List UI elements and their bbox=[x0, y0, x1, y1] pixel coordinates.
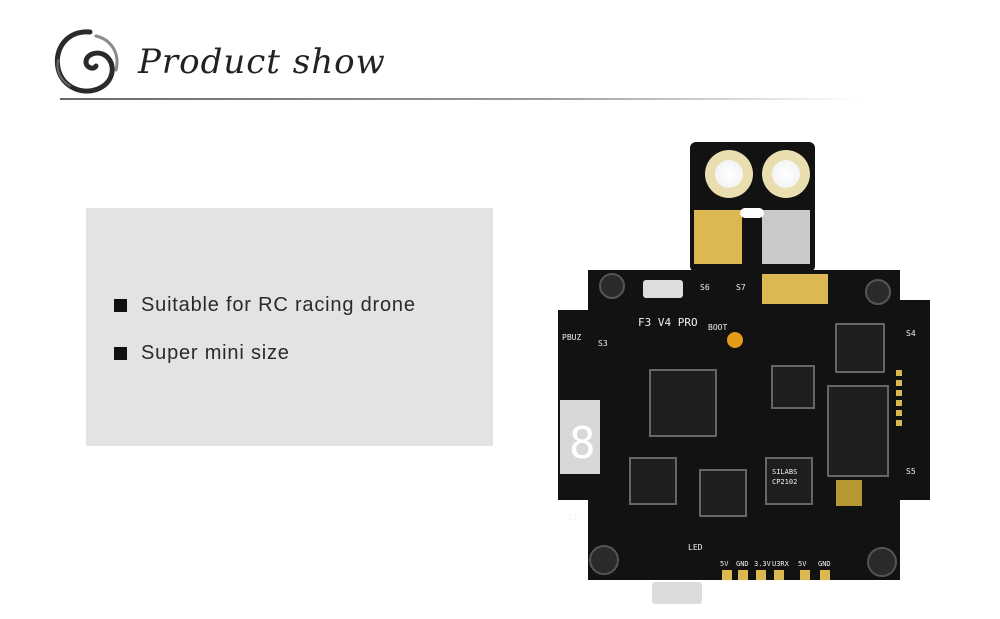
flash-chip bbox=[827, 385, 889, 477]
mount-hole-top-left bbox=[599, 273, 625, 299]
silver-pad-right bbox=[762, 210, 810, 264]
pad-label: GND bbox=[818, 560, 831, 568]
boot-label: BOOT bbox=[708, 323, 727, 332]
gyro-chip bbox=[771, 365, 815, 409]
s5-label: S5 bbox=[906, 467, 916, 476]
bottom-pads bbox=[722, 570, 830, 580]
s7-label: S7 bbox=[736, 283, 746, 292]
segment-display bbox=[560, 400, 600, 474]
page-title: Product show bbox=[138, 42, 386, 82]
list-item: Suitable for RC racing drone bbox=[114, 292, 416, 318]
page-header: Product show bbox=[0, 0, 1000, 110]
mount-hole-top-right bbox=[865, 279, 891, 305]
board-name-label: F3 V4 PRO bbox=[638, 316, 698, 329]
swirl-logo-icon bbox=[54, 29, 119, 94]
mount-hole-bottom-right bbox=[867, 547, 897, 577]
feature-panel: Suitable for RC racing drone Super mini … bbox=[86, 208, 493, 446]
antenna-connector bbox=[836, 480, 862, 506]
feature-text: Suitable for RC racing drone bbox=[141, 293, 416, 316]
product-image: 8 SILABS CP2102 F3 V4 PRO BOOT PBUZ LED … bbox=[540, 140, 950, 610]
status-led bbox=[727, 332, 743, 348]
usb-uart-chip bbox=[765, 457, 813, 505]
pbuz-label: PBUZ bbox=[562, 333, 581, 342]
s3-label: S3 bbox=[598, 339, 608, 348]
baro-chip bbox=[629, 457, 677, 505]
mount-hole-bottom-left bbox=[589, 545, 619, 575]
s4-label: S4 bbox=[906, 329, 916, 338]
chip-label-silabs: SILABS bbox=[772, 468, 797, 476]
square-bullet-icon bbox=[114, 298, 127, 312]
s6-label: S6 bbox=[700, 283, 710, 292]
boot-button bbox=[643, 280, 683, 298]
pad-label: U3RX bbox=[772, 560, 790, 568]
flight-controller-board: 8 SILABS CP2102 F3 V4 PRO BOOT PBUZ LED … bbox=[558, 142, 930, 604]
pad-label: 3.3V bbox=[754, 560, 772, 568]
usb-port bbox=[652, 582, 702, 604]
gold-pad-cluster bbox=[762, 274, 828, 304]
feature-list: Suitable for RC racing drone Super mini … bbox=[114, 292, 416, 388]
mcu-chip bbox=[649, 369, 717, 437]
gold-pad-left bbox=[694, 210, 742, 264]
header-divider bbox=[60, 98, 860, 100]
feature-text: Super mini size bbox=[141, 341, 290, 364]
s1-label: S1 bbox=[568, 513, 578, 522]
list-item: Super mini size bbox=[114, 340, 416, 366]
pad-label: 5V bbox=[798, 560, 807, 568]
pad-label: 5V bbox=[720, 560, 729, 568]
square-bullet-icon bbox=[114, 346, 127, 360]
osd-chip bbox=[835, 323, 885, 373]
led-label: LED bbox=[688, 543, 703, 552]
chip-label-cp: CP2102 bbox=[772, 478, 797, 486]
regulator-chip bbox=[699, 469, 747, 517]
right-side-pads bbox=[896, 370, 902, 426]
pad-label: GND bbox=[736, 560, 749, 568]
segment-digit: 8 bbox=[569, 418, 596, 469]
